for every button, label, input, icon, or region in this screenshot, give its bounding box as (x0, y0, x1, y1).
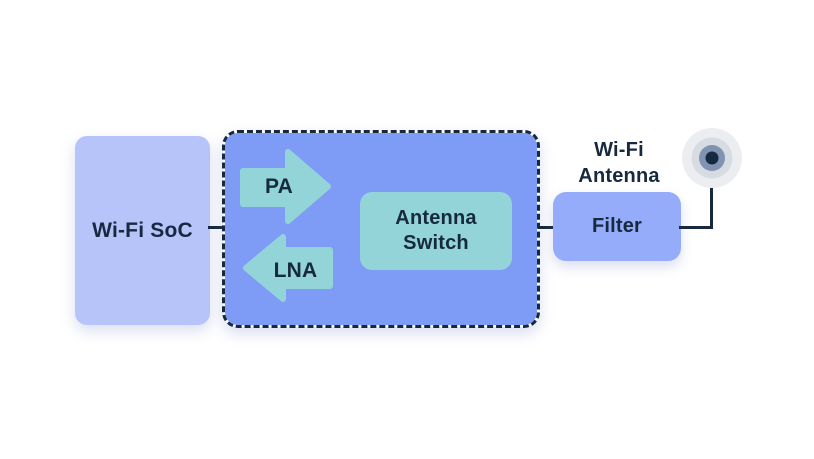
lna-arrow: LNA (242, 233, 333, 303)
right-arrow-icon (240, 149, 331, 224)
pa-arrow: PA (240, 148, 332, 225)
antenna-switch-label: Antenna Switch (395, 207, 477, 254)
wire-antenna-drop (710, 158, 713, 229)
fem-module-block: PA LNA Antenna Switch (222, 130, 540, 328)
lna-label: LNA (273, 259, 318, 282)
wifi-antenna-icon (682, 128, 742, 188)
filter-label: Filter (591, 215, 643, 237)
wire-soc-to-fem (208, 226, 224, 229)
wire-fem-to-filter (538, 226, 555, 229)
wire-filter-to-antenna (679, 226, 712, 229)
wifi-soc-label: Wi-Fi SoC (92, 218, 193, 242)
wifi-antenna-label: Wi-Fi Antenna (578, 139, 660, 187)
pa-label: PA (264, 175, 293, 198)
wifi-soc-block: Wi-Fi SoC (75, 136, 210, 325)
antenna-switch-block: Antenna Switch (360, 192, 512, 270)
filter-block: Filter (553, 192, 681, 261)
left-arrow-icon (243, 234, 333, 302)
